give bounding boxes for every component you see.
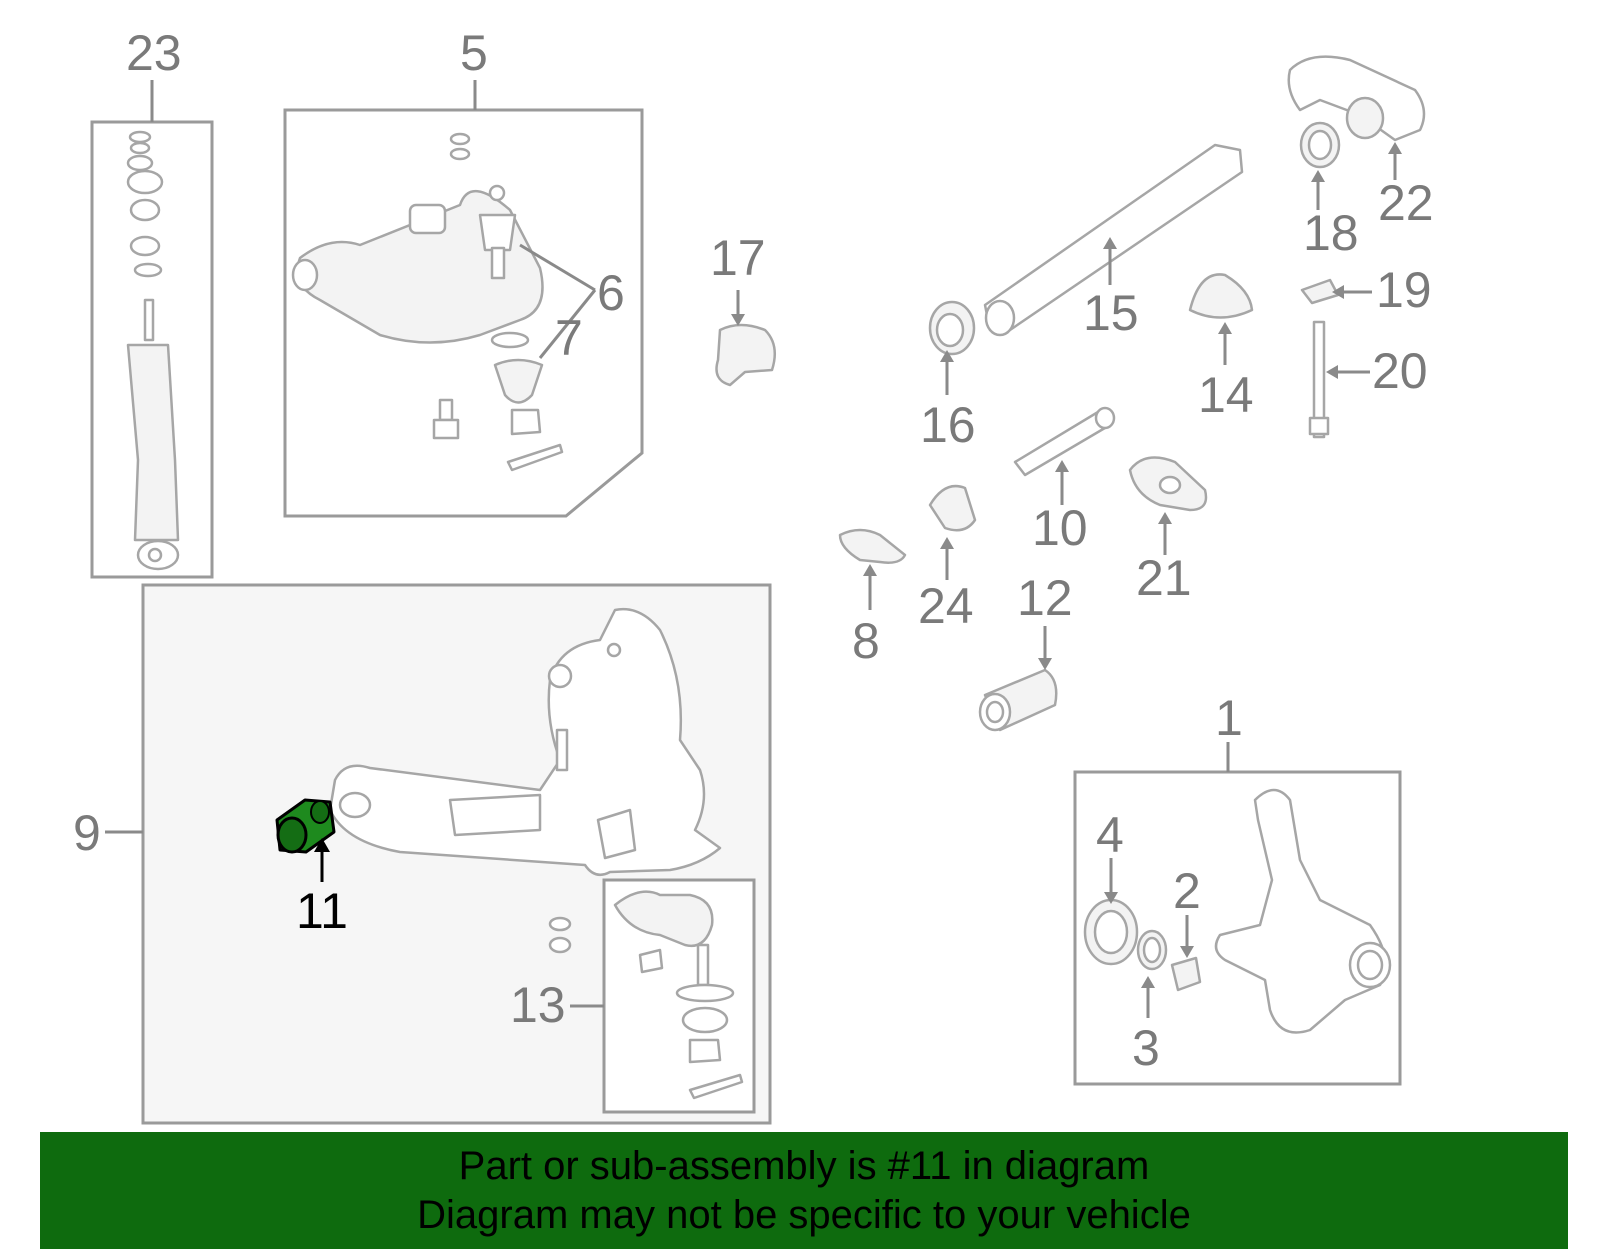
callout-19: 19 <box>1376 262 1432 318</box>
callout-1: 1 <box>1215 690 1243 746</box>
callout-5: 5 <box>460 25 488 81</box>
info-banner: Part or sub-assembly is #11 in diagram D… <box>40 1132 1568 1249</box>
callout-18: 18 <box>1303 205 1359 261</box>
callout-13: 13 <box>510 977 566 1033</box>
callout-15: 15 <box>1083 285 1139 341</box>
group-23-shock-absorber <box>90 80 214 579</box>
callout-23: 23 <box>126 25 182 81</box>
banner-line-2: Diagram may not be specific to your vehi… <box>417 1193 1191 1237</box>
part-11-bushing[interactable] <box>275 798 336 882</box>
callout-22: 22 <box>1378 175 1434 231</box>
callout-labels: 23 5 6 7 17 15 16 14 18 22 19 20 10 21 2… <box>73 25 1434 1076</box>
group-9-lower-control-arm <box>105 583 772 1125</box>
callout-10: 10 <box>1032 500 1088 556</box>
banner-line-1: Part or sub-assembly is #11 in diagram <box>458 1144 1150 1188</box>
callout-14: 14 <box>1198 367 1254 423</box>
callout-20: 20 <box>1372 343 1428 399</box>
group-1-steering-knuckle <box>1073 742 1402 1086</box>
callout-7: 7 <box>555 310 583 366</box>
callout-2: 2 <box>1173 863 1201 919</box>
callout-4: 4 <box>1096 807 1124 863</box>
callout-21: 21 <box>1136 550 1192 606</box>
callout-12: 12 <box>1017 570 1073 626</box>
group-13-ball-joint <box>570 878 756 1114</box>
loose-parts <box>715 55 1426 732</box>
group-5-upper-control-arm <box>283 80 644 518</box>
callout-11: 11 <box>296 883 348 939</box>
callout-6: 6 <box>597 265 625 321</box>
callout-16: 16 <box>920 397 976 453</box>
callout-17: 17 <box>710 230 766 286</box>
callout-24: 24 <box>918 578 974 634</box>
callout-9: 9 <box>73 805 101 861</box>
callout-8: 8 <box>852 613 880 669</box>
callout-3: 3 <box>1132 1020 1160 1076</box>
